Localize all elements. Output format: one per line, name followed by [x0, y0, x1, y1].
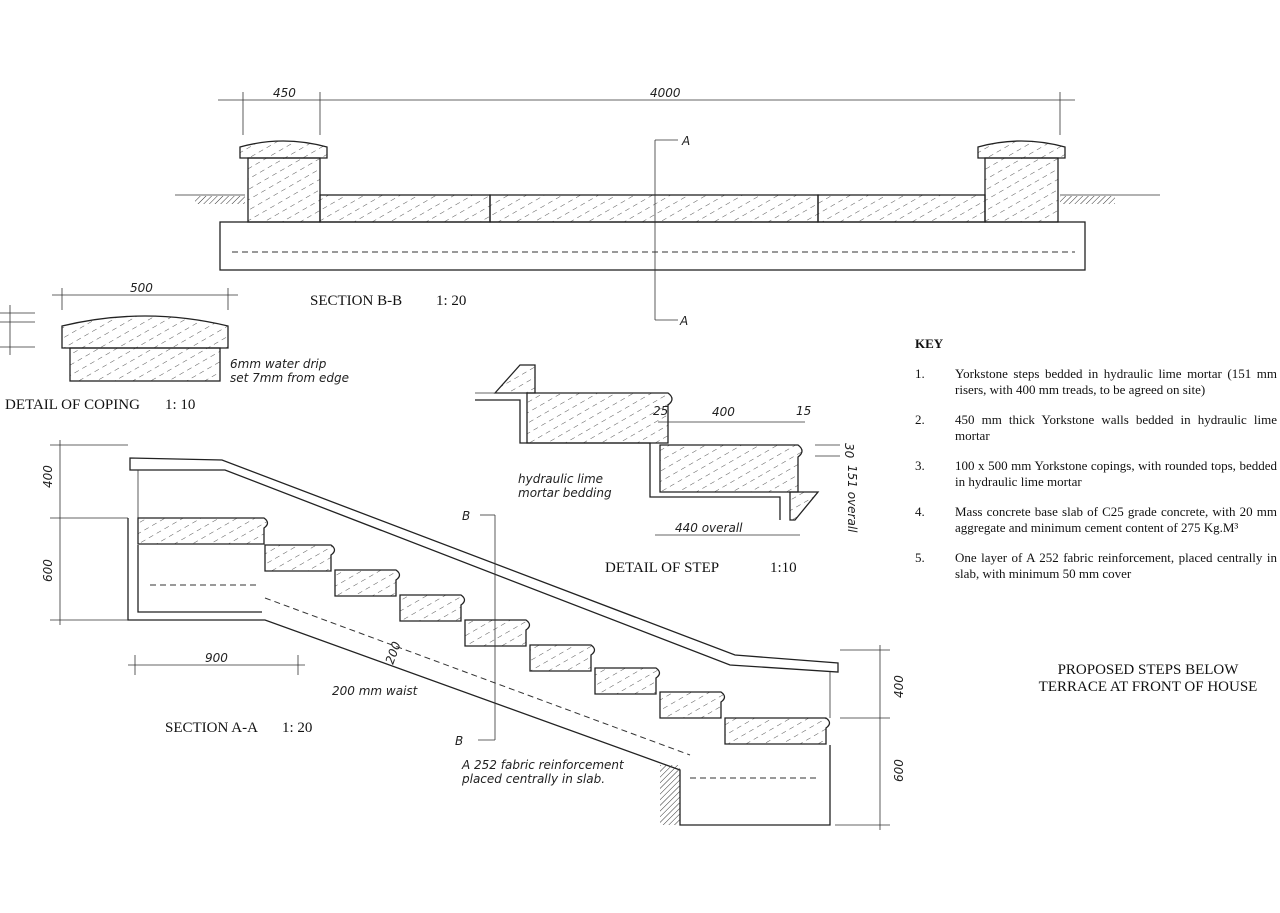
coping-scale: 1: 10 — [165, 397, 195, 413]
key-item-text: Mass concrete base slab of C25 grade con… — [955, 504, 1277, 535]
section-bb-scale: 1: 20 — [436, 293, 466, 309]
coping-note-2: set 7mm from edge — [230, 371, 349, 385]
fabric-reinforcement — [264, 597, 691, 756]
key-item-text: One layer of A 252 fabric reinforcement,… — [955, 550, 1277, 581]
key-item-number: 1. — [915, 366, 925, 381]
key-item: 5. One layer of A 252 fabric reinforcemen… — [915, 550, 1277, 582]
step-detail-scale: 1:10 — [770, 560, 797, 576]
key-item: 2. 450 mm thick Yorkstone walls bedded in… — [915, 412, 1277, 444]
step-tread — [529, 644, 596, 672]
dim-landing: 900 — [205, 651, 228, 665]
step-tread — [594, 667, 661, 695]
key-panel: KEY 1. Yorkstone steps bedded in hydrauli… — [915, 336, 1277, 596]
step-note-2: mortar bedding — [518, 486, 612, 500]
step-tread — [464, 619, 531, 647]
section-line-a: A A — [654, 134, 690, 328]
step-tread — [137, 517, 269, 545]
fabric-note-2: placed centrally in slab. — [461, 772, 605, 786]
key-item-text: 100 x 500 mm Yorkstone copings, with rou… — [955, 458, 1277, 489]
wall-segment — [319, 194, 491, 223]
step-tread — [659, 691, 726, 719]
dimension-line-top: 450 4000 — [218, 86, 1075, 135]
dim-left-top: 400 — [41, 465, 55, 488]
dim-tread: 400 — [712, 405, 735, 419]
coping-stone — [61, 315, 229, 349]
dim-nosing-height: 30 — [842, 443, 856, 459]
key-item-number: 4. — [915, 504, 925, 519]
drawing-title: PROPOSED STEPS BELOW TERRACE AT FRONT OF… — [1000, 662, 1280, 696]
step-detail: 25 400 15 30 151 overall 440 overall hyd… — [475, 364, 859, 576]
key-item-number: 2. — [915, 412, 925, 427]
dim-overall: 4000 — [650, 86, 681, 100]
pier-right — [984, 157, 1059, 223]
wall-below-coping — [69, 347, 221, 382]
section-aa: 400 600 900 400 600 200 200 mm waist A 2… — [41, 440, 906, 830]
key-item: 4. Mass concrete base slab of C25 grade c… — [915, 504, 1277, 536]
pier-cap-right — [977, 140, 1066, 159]
key-item: 3. 100 x 500 mm Yorkstone copings, with r… — [915, 458, 1277, 490]
dim-overhang: 15 — [796, 404, 811, 418]
drawing-title-line2: TERRACE AT FRONT OF HOUSE — [1038, 679, 1258, 695]
dim-pier: 450 — [273, 86, 296, 100]
section-mark-a-top: A — [681, 134, 690, 148]
wall-segment — [817, 194, 986, 223]
steps — [137, 517, 831, 745]
step-note-1: hydraulic lime — [518, 472, 603, 486]
dim-coping-width: 500 — [130, 281, 153, 295]
waist-note: 200 mm waist — [332, 684, 419, 698]
key-item-number: 3. — [915, 458, 925, 473]
step-lower — [659, 444, 803, 493]
fabric-note-1: A 252 fabric reinforcement — [461, 758, 625, 772]
section-aa-scale: 1: 20 — [282, 720, 312, 736]
coping-title: DETAIL OF COPING — [5, 397, 140, 413]
pier-cap-left — [239, 140, 328, 159]
coping-rail — [129, 457, 839, 673]
section-mark-a-bottom: A — [679, 314, 688, 328]
dim-right-bottom: 600 — [892, 759, 906, 782]
ground-left — [195, 196, 245, 204]
step-detail-title: DETAIL OF STEP — [605, 560, 719, 576]
ground-right — [1060, 196, 1115, 204]
dim-left-bottom: 600 — [41, 559, 55, 582]
section-mark-b-top: B — [462, 509, 470, 523]
step-tread — [399, 594, 466, 622]
pier-left — [247, 157, 321, 223]
step-tread — [724, 717, 831, 745]
drawing-title-line1: PROPOSED STEPS BELOW — [1057, 662, 1239, 678]
dim-right-top: 400 — [892, 675, 906, 698]
dim-riser: 151 overall — [845, 465, 859, 533]
section-mark-b-bottom: B — [455, 734, 463, 748]
dim-step-overall: 440 overall — [675, 521, 743, 535]
dim-waist: 200 — [383, 639, 404, 666]
step-upper — [526, 392, 673, 444]
wall-segment — [489, 194, 819, 223]
key-item-number: 5. — [915, 550, 925, 565]
section-bb: 450 4000 A A SECTION B-B 1: 20 — [175, 86, 1160, 328]
key-item-text: 450 mm thick Yorkstone walls bedded in h… — [955, 412, 1277, 443]
key-item-text: Yorkstone steps bedded in hydraulic lime… — [955, 366, 1277, 397]
step-tread — [334, 569, 401, 597]
coping-note-1: 6mm water drip — [230, 357, 327, 371]
section-aa-title: SECTION A-A — [165, 720, 258, 736]
concrete-slab — [219, 221, 1086, 271]
section-bb-title: SECTION B-B — [310, 293, 402, 309]
step-tread — [264, 544, 336, 572]
key-heading: KEY — [915, 336, 944, 351]
key-item: 1. Yorkstone steps bedded in hydraulic li… — [915, 366, 1277, 398]
coping-detail: 500 6mm water drip set 7mm from edge DET… — [0, 281, 349, 413]
dim-nosing: 25 — [653, 404, 668, 418]
